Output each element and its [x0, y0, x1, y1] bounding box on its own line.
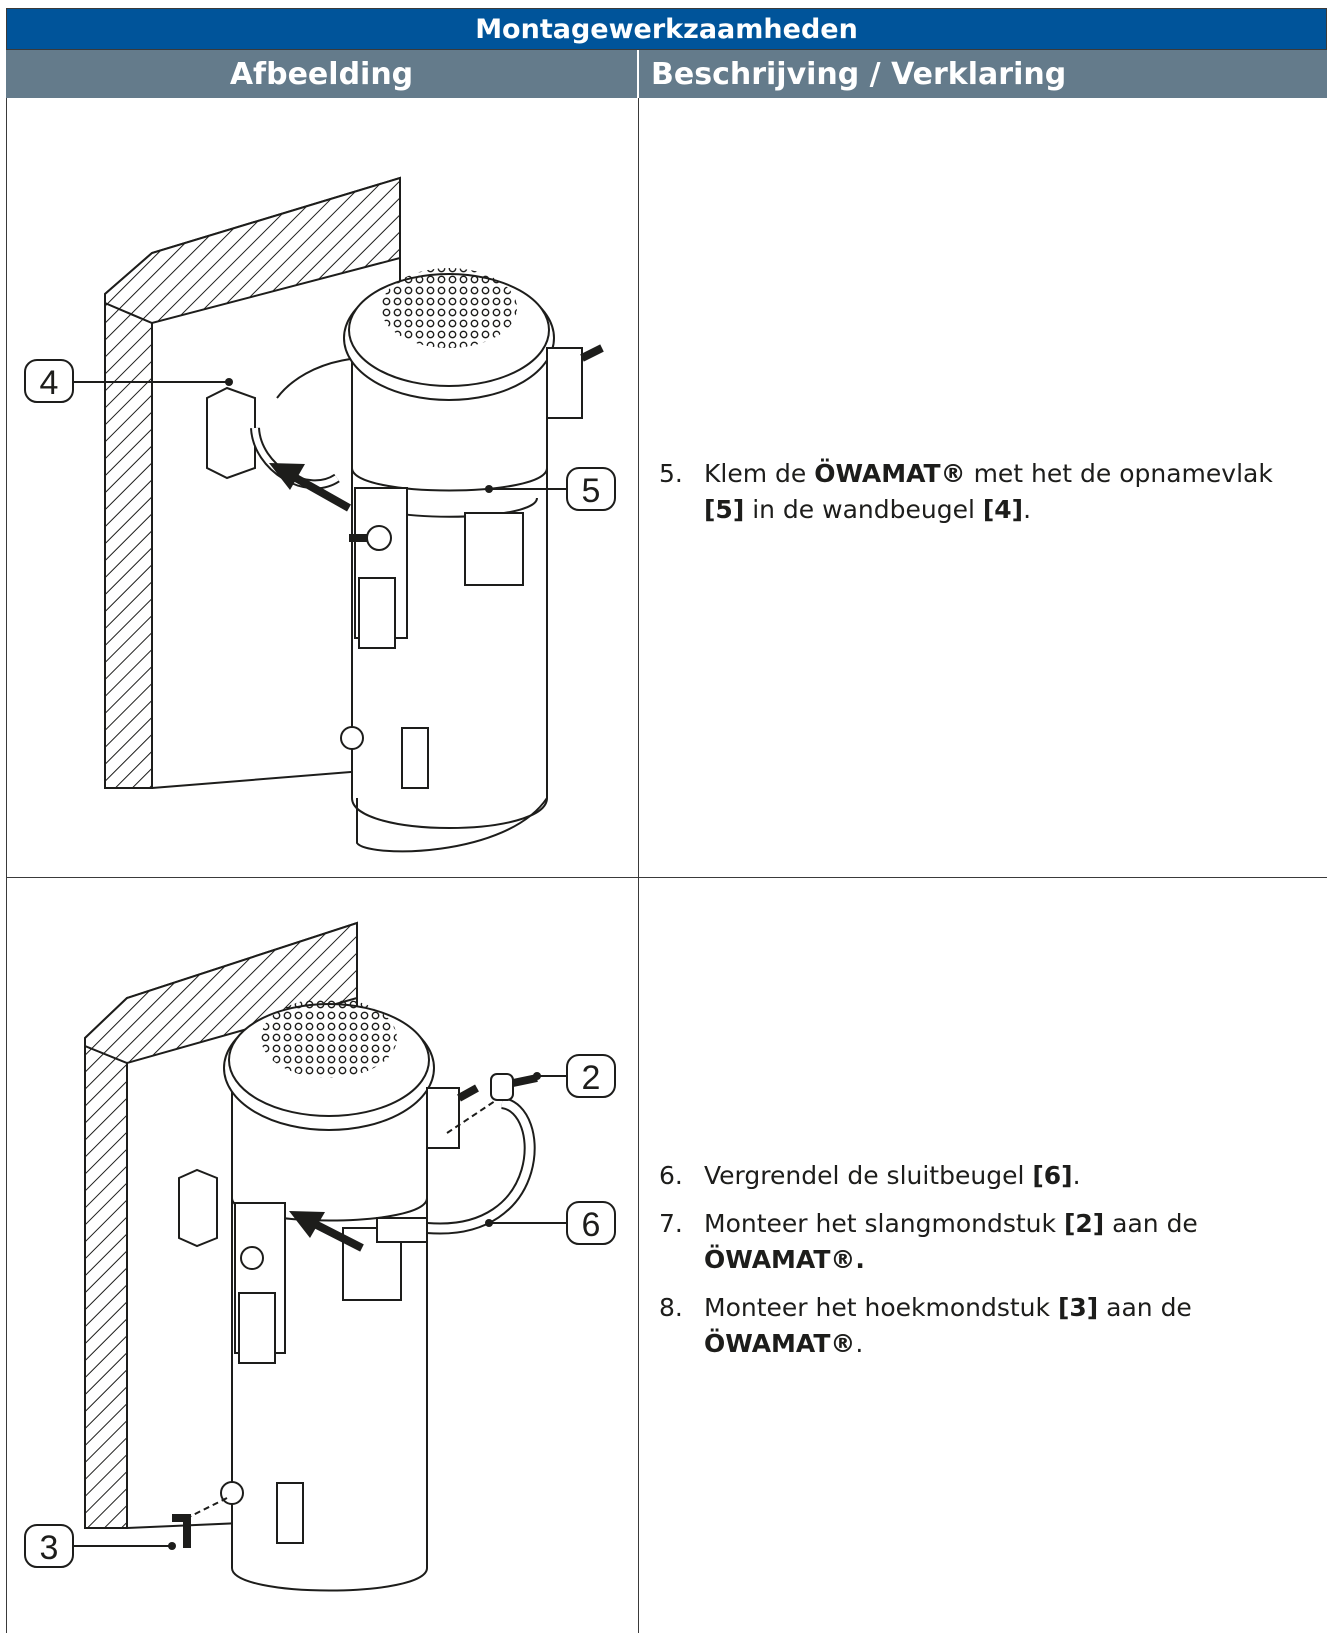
description-cell-2: 6. Vergrendel de sluitbeugel [6]. 7. Mon… — [639, 878, 1327, 1633]
step-text-bold: [4] — [982, 495, 1024, 524]
header-image-column: Afbeelding — [6, 50, 639, 98]
step-text-bold: [5] — [704, 495, 745, 524]
table-row: 4 5 5. Klem de ÖWAMAT® met het de opname… — [6, 98, 1327, 878]
step-text-bold: [6] — [1032, 1161, 1073, 1190]
wall-hatch — [104, 301, 153, 789]
step-text-part: Klem de — [704, 459, 815, 488]
arrow-icon — [289, 1211, 325, 1238]
step-text: Vergrendel de sluitbeugel [6]. — [704, 1158, 1081, 1194]
step-text-part: aan de — [1104, 1209, 1198, 1238]
step-text-bold: [2] — [1063, 1209, 1105, 1238]
top-grid — [261, 998, 397, 1078]
wall-bracket — [206, 386, 256, 480]
step-text-part: . — [1023, 495, 1032, 524]
step-text-bold: ÖWAMAT®. — [704, 1245, 865, 1274]
connections-illustration: 2 6 3 — [24, 921, 616, 1592]
step-list: 5. Klem de ÖWAMAT® met het de opnamevlak… — [659, 456, 1317, 540]
callout-2 — [566, 1054, 616, 1098]
callout-2-label: 2 — [582, 1059, 601, 1097]
step-text-part: aan de — [1098, 1293, 1192, 1322]
step-item: 5. Klem de ÖWAMAT® met het de opnamevlak… — [659, 456, 1317, 528]
step-text-part: . — [855, 1329, 864, 1358]
callout-5-label: 5 — [582, 472, 601, 510]
step-text-bold: ÖWAMAT® — [704, 1329, 856, 1358]
step-text-part: met het de opnamevlak — [965, 459, 1273, 488]
step-text-part: . — [1072, 1161, 1081, 1190]
step-text-bold: [3] — [1057, 1293, 1099, 1322]
callout-5 — [566, 467, 616, 511]
step-number: 7. — [659, 1209, 683, 1238]
illustration-connections: 2 6 3 — [6, 878, 639, 1633]
step-text-part: Monteer het slangmondstuk — [704, 1209, 1064, 1238]
description-cell-1: 5. Klem de ÖWAMAT® met het de opnamevlak… — [639, 98, 1327, 877]
arrow-icon — [269, 463, 305, 490]
angle-nozzle — [172, 1514, 191, 1548]
header-description-column: Beschrijving / Verklaring — [651, 56, 1067, 92]
callout-4 — [24, 359, 74, 403]
illustration-mounting: 4 5 — [6, 98, 639, 877]
step-item: 7. Monteer het slangmondstuk [2] aan de … — [659, 1206, 1317, 1278]
step-text-part: Vergrendel de sluitbeugel — [704, 1161, 1033, 1190]
step-text: Klem de ÖWAMAT® met het de opnamevlak [5… — [704, 456, 1317, 528]
callout-6 — [566, 1201, 616, 1245]
callout-3-label: 3 — [40, 1529, 59, 1567]
wall-hatch — [84, 1044, 128, 1529]
mounting-illustration: 4 5 — [24, 176, 616, 853]
callout-3 — [24, 1524, 74, 1568]
hose-nozzle — [490, 1073, 514, 1101]
table-header: Afbeelding Beschrijving / Verklaring — [6, 50, 1327, 98]
step-text-part: in de wandbeugel — [744, 495, 983, 524]
step-text-part: Monteer het hoekmondstuk — [704, 1293, 1058, 1322]
step-text-bold: ÖWAMAT® — [814, 459, 966, 488]
table-row: 2 6 3 6. Vergrendel de sluitbeugel [6]. — [6, 878, 1327, 1633]
table-title: Montagewerkzaamheden — [6, 8, 1327, 50]
callout-6-label: 6 — [582, 1206, 601, 1244]
step-text: Monteer het hoekmondstuk [3] aan de ÖWAM… — [704, 1290, 1192, 1362]
step-item: 6. Vergrendel de sluitbeugel [6]. — [659, 1158, 1317, 1194]
step-text: Monteer het slangmondstuk [2] aan de ÖWA… — [704, 1206, 1198, 1278]
assembly-table: Montagewerkzaamheden Afbeelding Beschrij… — [6, 8, 1327, 1633]
step-item: 8. Monteer het hoekmondstuk [3] aan de Ö… — [659, 1290, 1317, 1362]
callout-4-label: 4 — [40, 364, 59, 402]
step-list: 6. Vergrendel de sluitbeugel [6]. 7. Mon… — [659, 1158, 1317, 1374]
top-grid — [381, 268, 517, 348]
step-number: 5. — [659, 459, 683, 488]
step-number: 8. — [659, 1293, 683, 1322]
step-number: 6. — [659, 1161, 683, 1190]
